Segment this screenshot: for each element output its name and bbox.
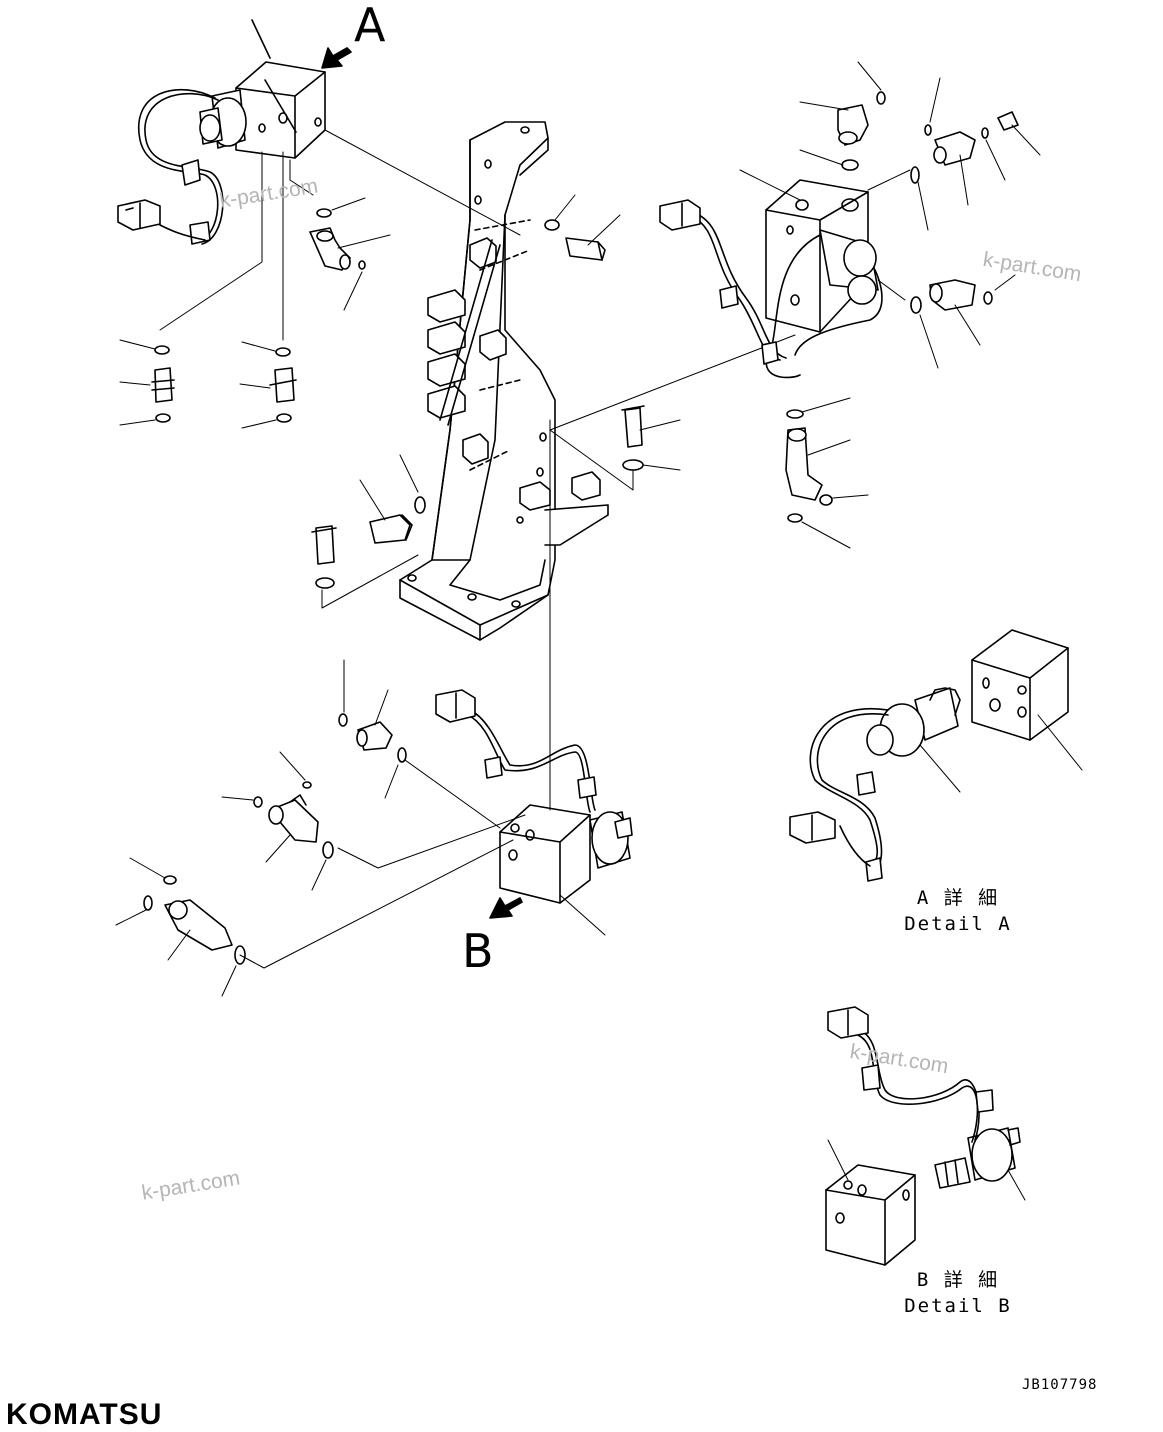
detail-a-en: Detail A bbox=[904, 912, 1012, 935]
center-bolts bbox=[311, 194, 796, 609]
valve-a-assembly bbox=[117, 19, 521, 341]
valve-b-assembly bbox=[115, 419, 633, 997]
left-fittings bbox=[119, 339, 297, 429]
detail-a-illustration bbox=[789, 629, 1083, 882]
elbow-fitting bbox=[309, 227, 391, 271]
valve-right-assembly bbox=[659, 61, 1041, 549]
detail-b-ja: B 詳 細 bbox=[916, 1269, 1000, 1291]
komatsu-logo: KOMATSU bbox=[6, 1398, 163, 1431]
detail-a-ja: A 詳 細 bbox=[916, 887, 1000, 909]
detail-b-en: Detail B bbox=[904, 1294, 1012, 1317]
detail-b-caption: B 詳 細 Detail B bbox=[898, 1268, 1018, 1319]
view-a-label: A bbox=[354, 0, 386, 52]
detail-b-illustration bbox=[825, 1006, 1026, 1266]
drawing-number: JB107798 bbox=[1022, 1377, 1098, 1393]
bracket-clips bbox=[427, 237, 601, 511]
detail-a-caption: A 詳 細 Detail A bbox=[898, 886, 1018, 937]
mounting-bracket bbox=[399, 121, 609, 641]
view-b-label: B bbox=[462, 924, 494, 978]
